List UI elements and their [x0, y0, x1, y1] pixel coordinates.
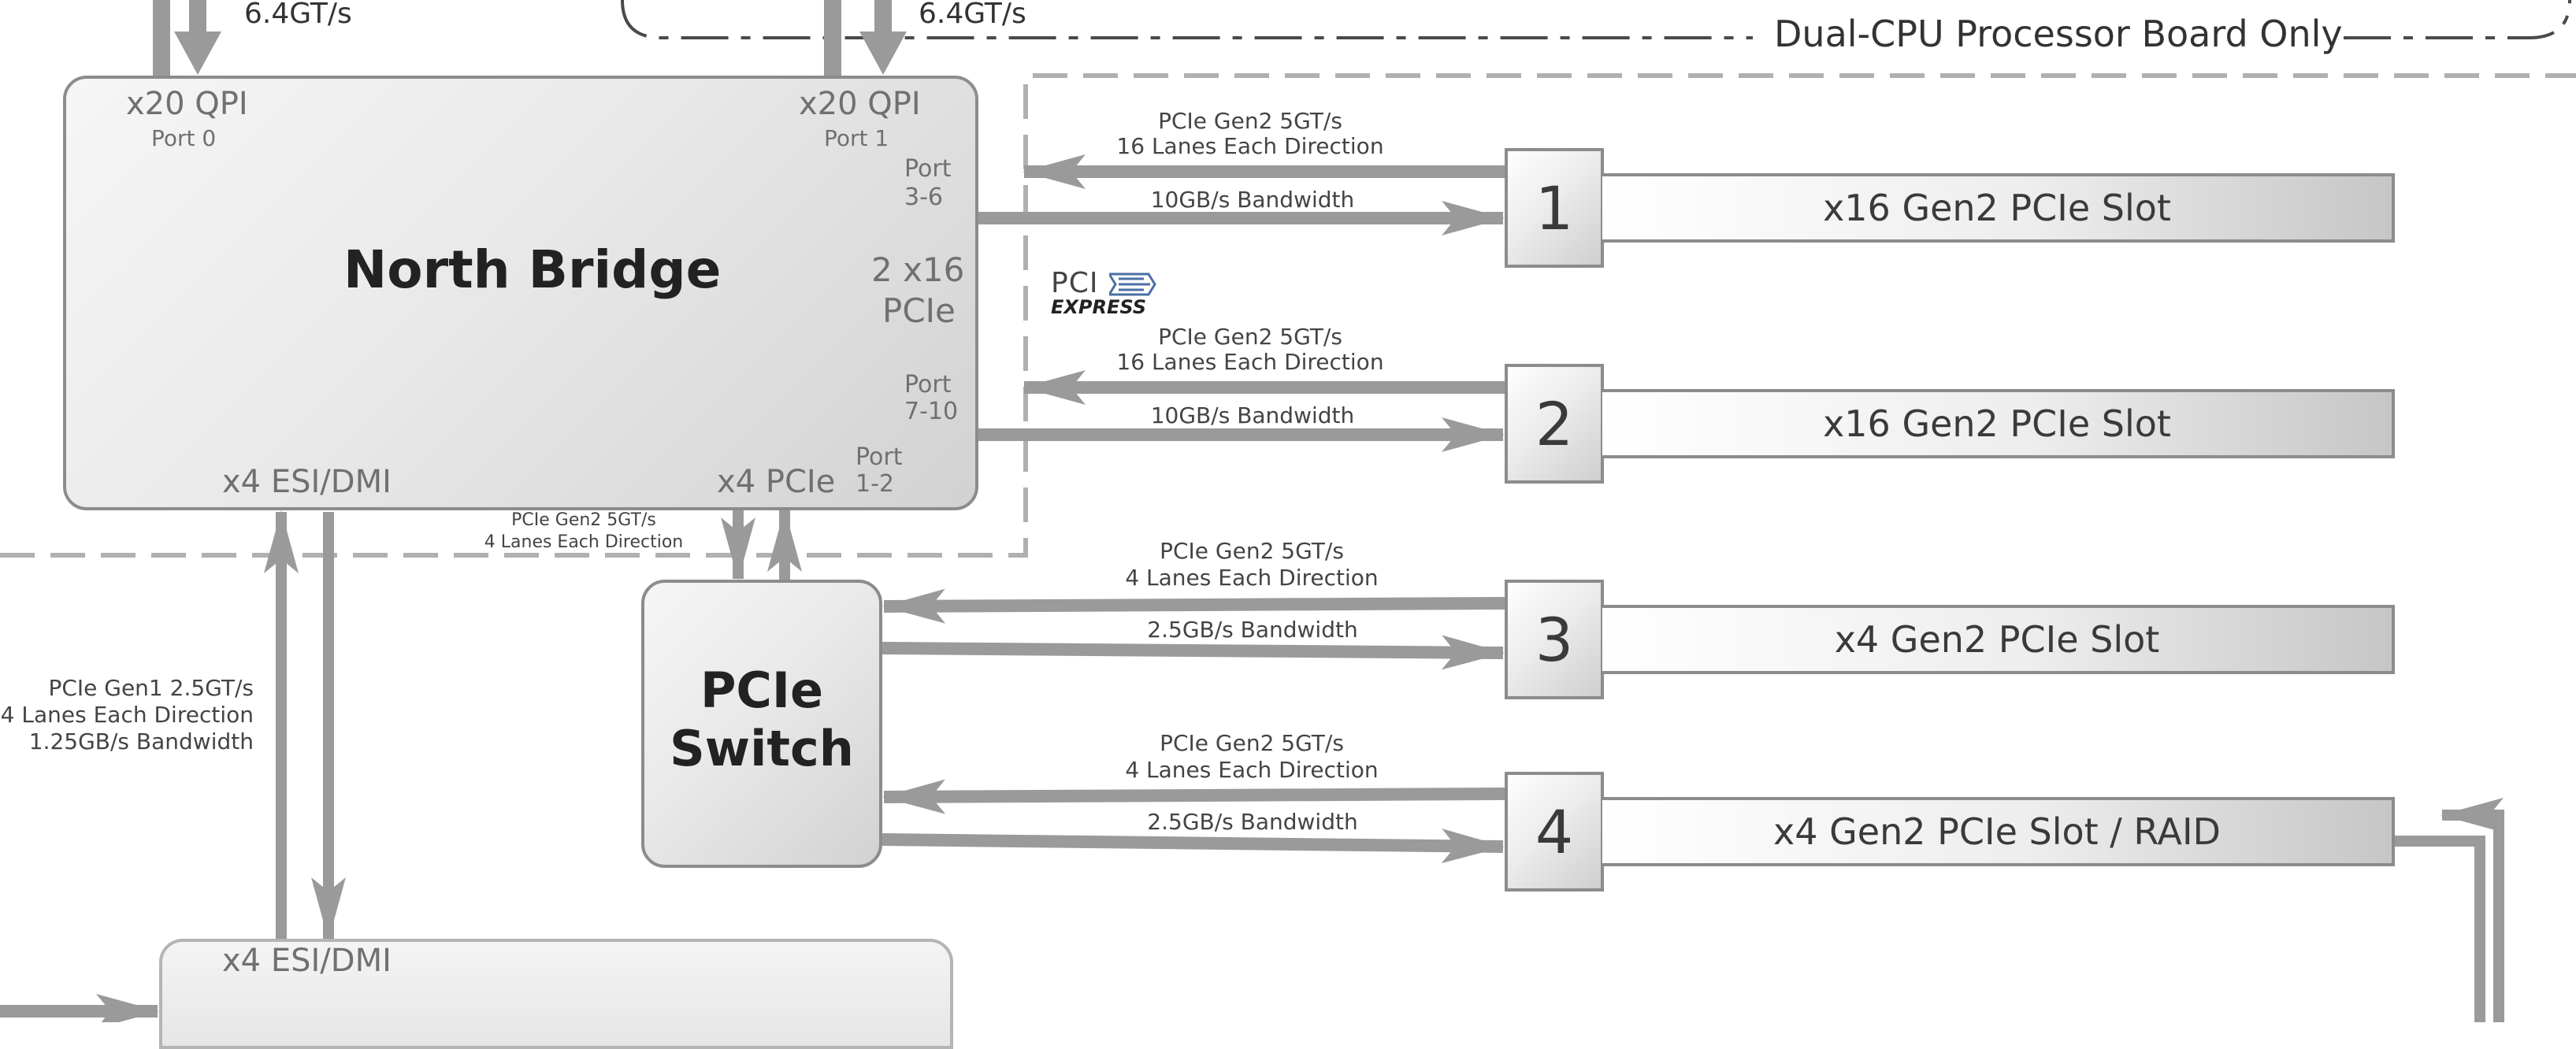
nb-pcie-count: 2 x16 [871, 250, 965, 289]
dual-cpu-boundary-right [2344, 0, 2571, 39]
nb-qpi1-port: Port 1 [824, 125, 889, 151]
link4-bandwidth: 2.5GB/s Bandwidth [1147, 809, 1358, 835]
qpi-link-left-speed: 6.4GT/s [244, 0, 352, 30]
nb-port-1-2-label: Port [856, 443, 903, 471]
sb-esi-label: x4 ESI/DMI [222, 943, 392, 979]
slot4-label: x4 Gen2 PCIe Slot / RAID [1602, 797, 2395, 866]
nb-port-7-10-range: 7-10 [904, 398, 959, 425]
slot3-label: x4 Gen2 PCIe Slot [1602, 605, 2395, 674]
north-bridge-title: North Bridge [343, 239, 722, 300]
slot3-number: 3 [1505, 580, 1604, 699]
nb-port-7-10-label: Port [904, 371, 952, 398]
slot1-number: 1 [1505, 148, 1604, 268]
north-bridge-chip [63, 76, 978, 510]
dual-cpu-label: Dual-CPU Processor Board Only [1774, 13, 2343, 55]
switch-uplink-lanes: 4 Lanes Each Direction [484, 532, 684, 552]
nb-port-3-6-range: 3-6 [904, 183, 943, 211]
esi-link-speed: PCIe Gen1 2.5GT/s [48, 675, 254, 701]
nb-x4-pcie-label: x4 PCIe [717, 464, 836, 500]
nb-pcie-label: PCIe [882, 291, 956, 330]
esi-link-bandwidth: 1.25GB/s Bandwidth [28, 728, 254, 754]
connection-diagram [0, 0, 2576, 1022]
processor-board-boundary [0, 73, 2576, 558]
slot1-label: x16 Gen2 PCIe Slot [1602, 173, 2395, 243]
qpi-link-right-speed: 6.4GT/s [919, 0, 1026, 30]
pci-express-logo-top: PCI [1051, 267, 1099, 299]
esi-link-lanes: 4 Lanes Each Direction [0, 702, 254, 728]
slot2-label: x16 Gen2 PCIe Slot [1602, 389, 2395, 458]
link3-bandwidth: 2.5GB/s Bandwidth [1147, 617, 1358, 643]
nb-port-3-6-label: Port [904, 155, 952, 183]
pcie-switch-line2: Switch [670, 720, 854, 777]
slot4-number: 4 [1505, 772, 1604, 891]
link3-lanes: 4 Lanes Each Direction [1125, 565, 1379, 591]
link1-bandwidth: 10GB/s Bandwidth [1150, 187, 1355, 213]
pci-express-logo-chevrons [1109, 272, 1156, 296]
pci-express-logo-bottom: EXPRESS [1051, 296, 1147, 318]
dual-cpu-boundary [621, 0, 1753, 39]
pcie-switch-line1: PCIe [700, 662, 824, 719]
nb-qpi1-label: x20 QPI [799, 86, 921, 122]
link2-lanes: 16 Lanes Each Direction [1116, 349, 1384, 375]
link1-speed: PCIe Gen2 5GT/s [1158, 108, 1342, 134]
link2-bandwidth: 10GB/s Bandwidth [1150, 402, 1355, 428]
link4-lanes: 4 Lanes Each Direction [1125, 757, 1379, 783]
link3-speed: PCIe Gen2 5GT/s [1160, 538, 1344, 564]
nb-qpi0-label: x20 QPI [126, 86, 248, 122]
nb-port-1-2-range: 1-2 [856, 470, 894, 498]
slot2-number: 2 [1505, 364, 1604, 484]
link2-speed: PCIe Gen2 5GT/s [1158, 324, 1342, 350]
nb-qpi0-port: Port 0 [151, 125, 217, 151]
nb-esi-label: x4 ESI/DMI [222, 464, 392, 500]
switch-uplink-speed: PCIe Gen2 5GT/s [511, 510, 656, 530]
link4-speed: PCIe Gen2 5GT/s [1160, 730, 1344, 756]
pcie-switch-chip [641, 580, 882, 868]
link1-lanes: 16 Lanes Each Direction [1116, 133, 1384, 159]
